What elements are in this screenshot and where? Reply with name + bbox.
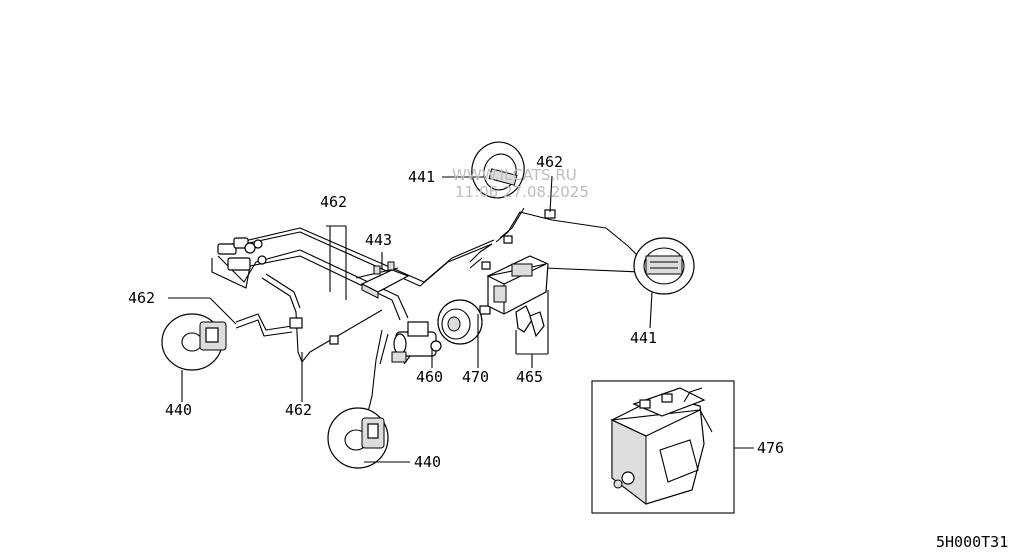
watermark-line-2: 11:06 27.08.2025 [455,183,589,201]
part-441-right-drum-brake [633,237,695,295]
part-443-junction-block [355,261,410,299]
part-441-top-drum-brake [471,141,525,199]
label-462-center: 462 [320,193,347,211]
leader-lines [168,175,754,463]
label-441-top: 441 [408,168,435,186]
label-460: 460 [416,368,443,386]
detail-box-476 [591,380,735,514]
watermark-line-1: WWW.ILCATS.RU [452,166,577,184]
part-440-left-disc-brake [161,313,227,371]
label-470: 470 [462,368,489,386]
brake-pipes [211,207,645,421]
part-465-actuator [486,255,549,338]
label-440-bottom: 440 [414,453,441,471]
pipe-manifold [217,237,267,271]
label-465: 465 [516,368,543,386]
label-462-top-right: 462 [536,153,563,171]
part-470-brake-booster [437,299,483,345]
diagram-code: 5H000T31 [936,533,1008,551]
label-476: 476 [757,439,784,457]
label-462-bottom: 462 [285,401,312,419]
label-440-left: 440 [165,401,192,419]
part-440-bottom-disc-brake [327,407,389,469]
label-443: 443 [365,231,392,249]
pipe-clips [289,209,556,345]
label-441-right: 441 [630,329,657,347]
part-460-master-cylinder [391,321,442,365]
label-462-left: 462 [128,289,155,307]
